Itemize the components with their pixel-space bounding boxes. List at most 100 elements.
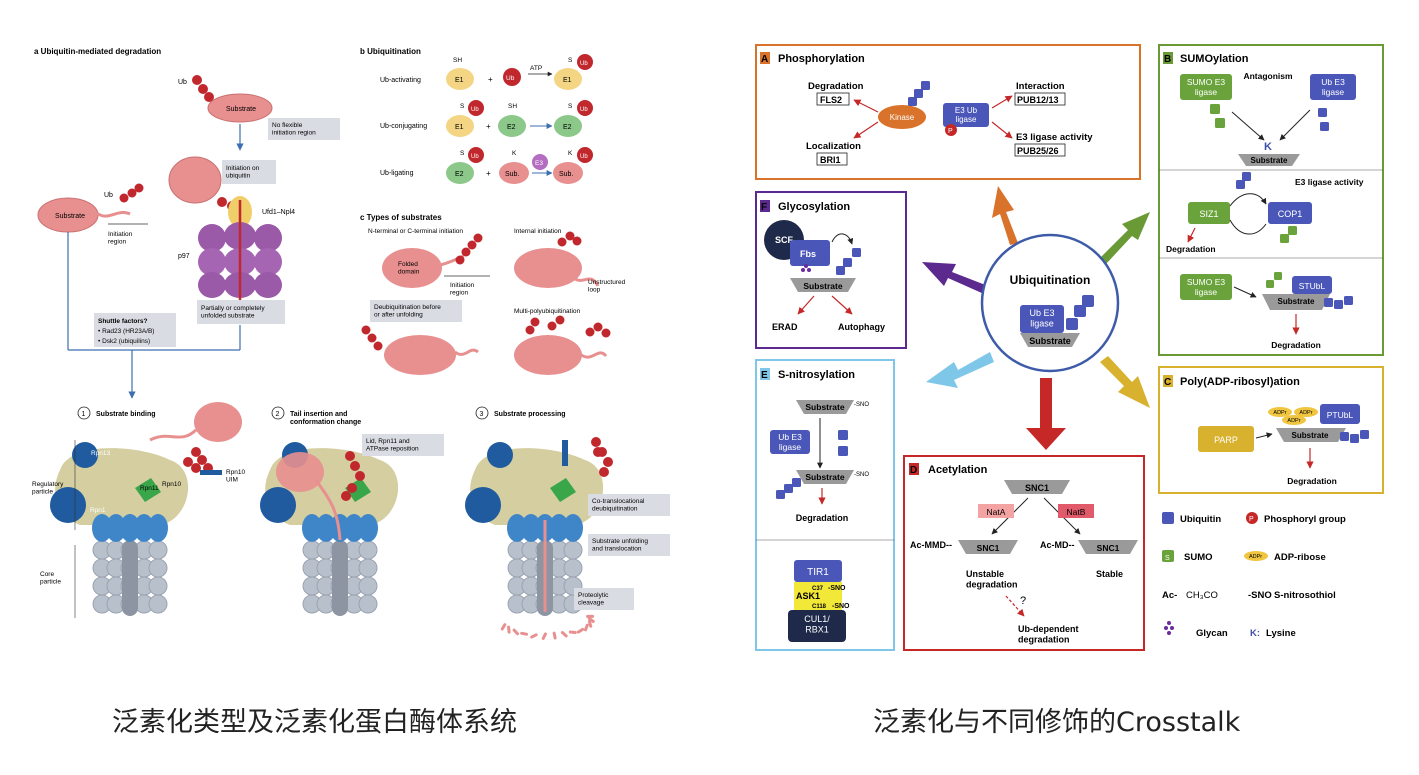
svg-text:Ac-MMD--: Ac-MMD-- (910, 540, 952, 550)
svg-text:PUB12/13: PUB12/13 (1017, 95, 1059, 105)
ub-n2-label: Ub (104, 192, 113, 199)
svg-text:C37: C37 (812, 586, 824, 592)
ub-n-label: Ub (178, 79, 187, 86)
svg-text:Substrate: Substrate (1251, 156, 1288, 165)
tir1 (794, 560, 842, 582)
svg-text:ATP: ATP (530, 65, 542, 72)
stubl (1292, 276, 1332, 294)
svg-text:SUMO: SUMO (1184, 552, 1213, 563)
proteolytic-box (574, 588, 634, 610)
proteasome-drawings (50, 402, 613, 640)
ub-e3-B1 (1310, 74, 1356, 100)
svg-text:Substrate: Substrate (805, 402, 844, 412)
substrate-left-label: Substrate (55, 213, 85, 220)
folded-domain (382, 248, 442, 288)
rpn11-label: Rpn11 (140, 485, 159, 492)
deub-box (370, 300, 462, 322)
svg-text:PARP: PARP (1214, 435, 1238, 445)
svg-text:Ub-conjugating: Ub-conjugating (380, 123, 427, 130)
shuttle-2: • Dsk2 (ubiquilins) (98, 338, 150, 345)
nterm-label: N-terminal or C-terminal initiation (368, 228, 463, 235)
deub-substrate (384, 335, 456, 375)
ub-chain-top (192, 75, 214, 102)
svg-text:C118: C118 (812, 604, 827, 610)
arrow-to-C (1100, 356, 1150, 408)
rpn10-label: Rpn10 (162, 481, 182, 488)
box-F (755, 191, 907, 349)
svg-text:Ubiquitin: Ubiquitin (1180, 514, 1221, 525)
svg-text:S: S (460, 103, 465, 110)
svg-text:E2: E2 (507, 124, 516, 131)
svg-text:PUB25/26: PUB25/26 (1017, 146, 1059, 156)
svg-text:Substrate binding: Substrate binding (96, 411, 156, 418)
svg-text:ERAD: ERAD (772, 322, 798, 332)
svg-text:Substrate: Substrate (1029, 336, 1071, 346)
arrow-to-E (926, 352, 994, 388)
svg-text:ADPr: ADPr (1299, 410, 1312, 416)
svg-text:Antagonism: Antagonism (1243, 71, 1293, 81)
svg-text:-SNO: -SNO (854, 402, 869, 408)
unfolding-box (588, 534, 670, 556)
svg-text:Ub: Ub (471, 107, 479, 113)
sumo-e3-B1 (1180, 74, 1232, 100)
svg-text:Glycan: Glycan (1196, 628, 1228, 639)
svg-text:A: A (761, 54, 768, 65)
svg-text:SH: SH (508, 103, 517, 110)
left-caption: 泛素化类型及泛素化蛋白酶体系统 (112, 707, 517, 738)
svg-text:-SNO: -SNO (854, 472, 869, 478)
svg-text:Phosphoryl group: Phosphoryl group (1264, 514, 1346, 525)
substrate-top-label: Substrate (226, 106, 256, 113)
svg-text:SH: SH (453, 57, 462, 64)
svg-text:Interaction: Interaction (1016, 81, 1065, 92)
svg-text:Fbs: Fbs (800, 249, 816, 259)
svg-text:ADP-ribose: ADP-ribose (1274, 552, 1326, 563)
cop1 (1268, 202, 1312, 224)
ub-chain-left (119, 183, 144, 203)
rpn13-label: Rpn13 (91, 450, 111, 457)
svg-text:+: + (488, 75, 493, 84)
svg-text:Kinase: Kinase (890, 113, 915, 122)
svg-text:ADPr: ADPr (1287, 418, 1300, 424)
svg-text:Acetylation: Acetylation (928, 464, 988, 476)
svg-text:E1: E1 (455, 124, 464, 131)
svg-text:C: C (1164, 377, 1171, 388)
svg-text:F: F (761, 202, 767, 213)
svg-text:Autophagy: Autophagy (838, 322, 885, 332)
hub-title: Ubiquitination (1010, 273, 1091, 287)
svg-text:Stable: Stable (1096, 569, 1123, 579)
cul1 (788, 610, 846, 642)
svg-text:D: D (910, 465, 917, 476)
svg-text:Lysine: Lysine (1266, 628, 1296, 639)
hub-e3 (1020, 305, 1064, 333)
internal-label: Internal initiation (514, 228, 562, 235)
svg-text:?: ? (1020, 595, 1026, 607)
svg-text:Ac-: Ac- (1162, 590, 1177, 601)
svg-text:NatB: NatB (1067, 507, 1086, 517)
svg-text:COP1: COP1 (1278, 209, 1303, 219)
shuttle-1: • Rad23 (HR23A/B) (98, 328, 154, 335)
box-C (1158, 366, 1384, 494)
svg-text:NatA: NatA (987, 507, 1006, 517)
parp (1198, 426, 1254, 452)
ubiquitination-rows: Ub-activating Ub-conjugating Ub-ligating… (380, 54, 593, 184)
hub-ub-chain (1066, 295, 1094, 330)
p97-label: p97 (178, 253, 190, 260)
svg-text:SNC1: SNC1 (977, 543, 1000, 553)
step-1: 1 Substrate binding (77, 406, 156, 420)
svg-text:-SNO: -SNO (1248, 590, 1272, 601)
svg-text:FLS2: FLS2 (820, 95, 842, 105)
svg-text:ASK1: ASK1 (796, 591, 820, 601)
